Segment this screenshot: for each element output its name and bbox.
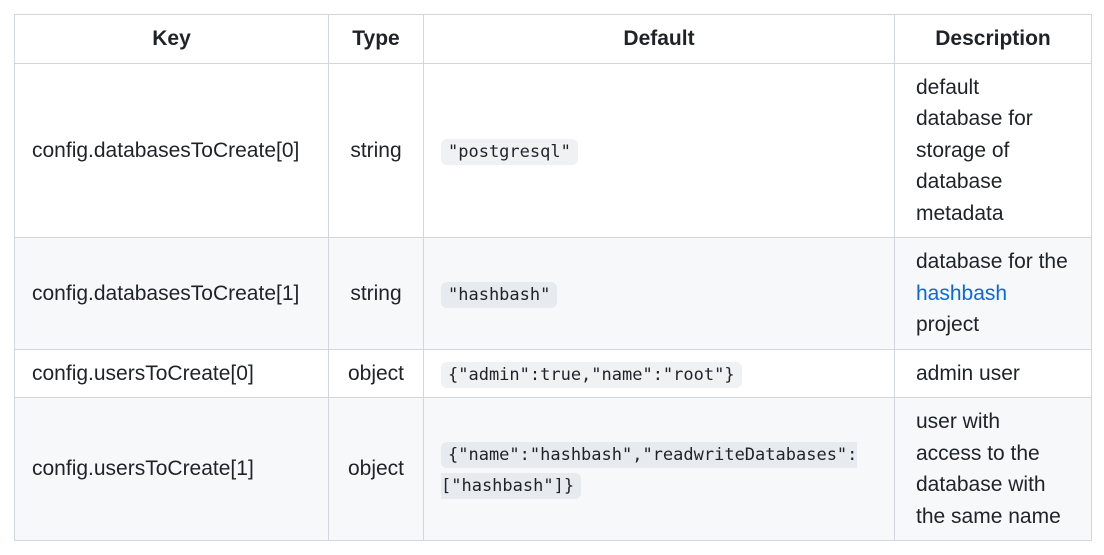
description-text: database for the [916,250,1068,273]
description-text: admin user [916,361,1020,385]
default-cell: "hashbash" [423,237,895,350]
table-row: config.usersToCreate[1]object {"name":"ha… [14,397,1092,541]
default-cell: {"name":"hashbash","readwriteDatabases":… [423,397,895,541]
key-cell: config.usersToCreate[1] [14,397,329,541]
description-text: project [916,313,980,336]
type-cell: string [328,62,424,238]
config-table: Key Type Default Description config.data… [14,14,1092,541]
description-cell: default database for storage of database… [894,62,1092,238]
default-value-code: "hashbash" [441,281,558,308]
column-header-key: Key [14,14,329,64]
column-header-type: Type [328,14,424,64]
table-row: config.databasesToCreate[1]string "hashba… [14,237,1092,350]
column-header-description: Description [894,14,1092,64]
description-cell: user with access to the database with th… [894,397,1092,541]
default-value-code: "postgresql" [441,138,578,165]
header-row: Key Type Default Description [14,14,1092,64]
key-cell: config.databasesToCreate[1] [14,237,329,350]
column-header-default: Default [423,14,895,64]
default-value-code: {"admin":true,"name":"root"} [441,361,742,388]
default-cell: "postgresql" [423,62,895,238]
table-row: config.databasesToCreate[0]string "postgr… [14,62,1092,238]
default-cell: {"admin":true,"name":"root"} [423,348,895,398]
hashbash-link[interactable]: hashbash [916,281,1008,305]
key-cell: config.databasesToCreate[0] [14,62,329,238]
description-cell: database for the hashbash project [894,237,1092,350]
type-cell: object [328,397,424,541]
default-value-code: {"name":"hashbash","readwriteDatabases":… [441,441,858,499]
type-cell: string [328,237,424,350]
description-text: default database for storage of database… [916,75,1033,225]
table-row: config.usersToCreate[0]object {"admin":tr… [14,348,1092,398]
key-cell: config.usersToCreate[0] [14,348,329,398]
type-cell: object [328,348,424,398]
description-cell: admin user [894,348,1092,398]
description-text: user with access to the database with th… [916,410,1061,528]
